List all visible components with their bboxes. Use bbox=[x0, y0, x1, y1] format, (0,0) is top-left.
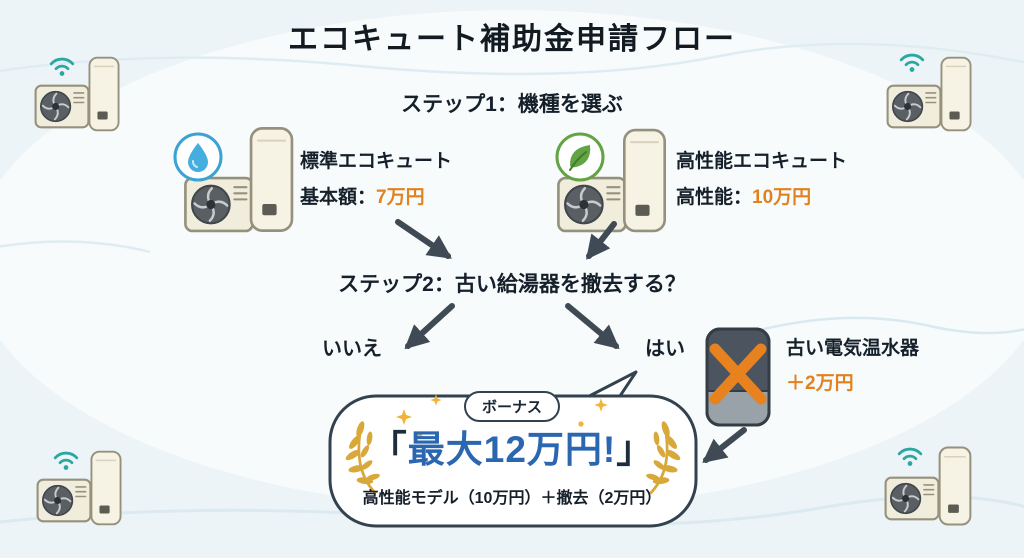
bonus-tab: ボーナス bbox=[463, 391, 561, 422]
step1-heading: ステップ1：機種を選ぶ bbox=[401, 93, 623, 116]
standard-option-name: 標準エコキュート bbox=[300, 151, 453, 172]
flow-arrows bbox=[395, 219, 747, 463]
premium-heatpump-illustration bbox=[555, 128, 667, 233]
arrow-premium-to-step2 bbox=[586, 221, 617, 260]
premium-option-amount: 高性能：10万円 bbox=[676, 187, 811, 210]
removal-name: 古い電気温水器 bbox=[786, 338, 920, 359]
bonus-detail: 高性能モデル（10万円）＋撤去（2万円） bbox=[362, 490, 662, 507]
standard-option-amount: 基本額：7万円 bbox=[300, 187, 425, 210]
standard-amount-value: 7万円 bbox=[376, 187, 425, 208]
choice-no-label: いいえ bbox=[322, 338, 382, 360]
sparkle-icons bbox=[396, 394, 608, 439]
removal-amount: ＋2万円 bbox=[786, 373, 854, 394]
standard-heatpump-illustration bbox=[173, 127, 294, 233]
premium-option-name: 高性能エコキュート bbox=[676, 151, 848, 172]
bonus-headline-text: 最大12万円! bbox=[407, 429, 617, 470]
bonus-bracket-open: 「 bbox=[369, 429, 408, 470]
arrow-step2-to-yes bbox=[565, 303, 620, 350]
orange-x-icon bbox=[709, 343, 767, 405]
leaf-icon bbox=[555, 132, 605, 182]
arrow-standard-to-step2 bbox=[395, 219, 452, 259]
arrow-step2-to-no bbox=[404, 303, 455, 350]
page-title: エコキュート補助金申請フロー bbox=[288, 23, 736, 56]
choice-yes-label: はい bbox=[645, 338, 685, 360]
standard-amount-label: 基本額： bbox=[300, 187, 377, 208]
bonus-headline: 「最大12万円!」 bbox=[0, 428, 1024, 472]
step2-heading: ステップ2：古い給湯器を撤去する？ bbox=[338, 273, 686, 296]
premium-amount-value: 10万円 bbox=[752, 187, 812, 208]
bonus-bracket-close: 」 bbox=[616, 429, 655, 470]
old-water-heater-illustration bbox=[705, 327, 771, 427]
water-drop-icon bbox=[173, 132, 223, 182]
arrow-heater-to-bonus bbox=[702, 427, 747, 463]
premium-amount-label: 高性能： bbox=[676, 187, 753, 208]
